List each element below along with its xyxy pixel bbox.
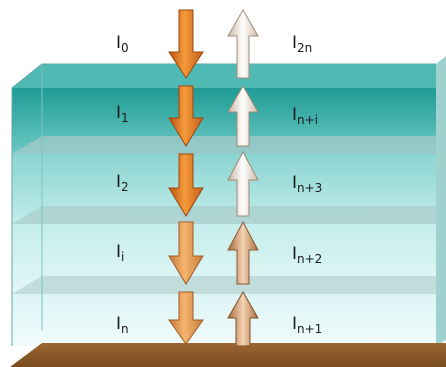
up-arrow <box>227 150 259 217</box>
layer-1-top-face <box>12 64 436 88</box>
label-in2: In+2 <box>292 244 323 266</box>
label-i0: I0 <box>116 33 129 55</box>
layer-4-slab <box>12 276 436 294</box>
down-arrow <box>168 9 204 79</box>
layer-stack <box>11 56 446 346</box>
layer-3-slab <box>12 206 436 224</box>
label-i2: I2 <box>116 172 129 194</box>
up-arrow <box>227 84 259 147</box>
layer-2-slab <box>12 136 436 154</box>
down-arrow <box>168 85 204 147</box>
stack-right-face <box>436 56 446 346</box>
label-ini: In+i <box>292 105 319 127</box>
up-arrow <box>227 8 259 79</box>
label-i1: I1 <box>116 103 129 125</box>
upward-arrows <box>227 8 259 347</box>
layer-4-body <box>12 294 436 346</box>
down-arrow <box>168 153 204 217</box>
label-in: In <box>116 314 129 336</box>
down-arrow <box>168 291 204 345</box>
ground-plane <box>10 343 446 367</box>
label-in3: In+3 <box>292 173 323 195</box>
down-arrow <box>168 221 204 285</box>
up-arrow <box>227 290 259 347</box>
label-in1: In+1 <box>292 314 323 336</box>
downward-arrows <box>168 9 204 345</box>
label-ii: Ii <box>116 242 125 264</box>
up-arrow <box>227 220 259 285</box>
label-i2n: I2n <box>292 33 313 55</box>
